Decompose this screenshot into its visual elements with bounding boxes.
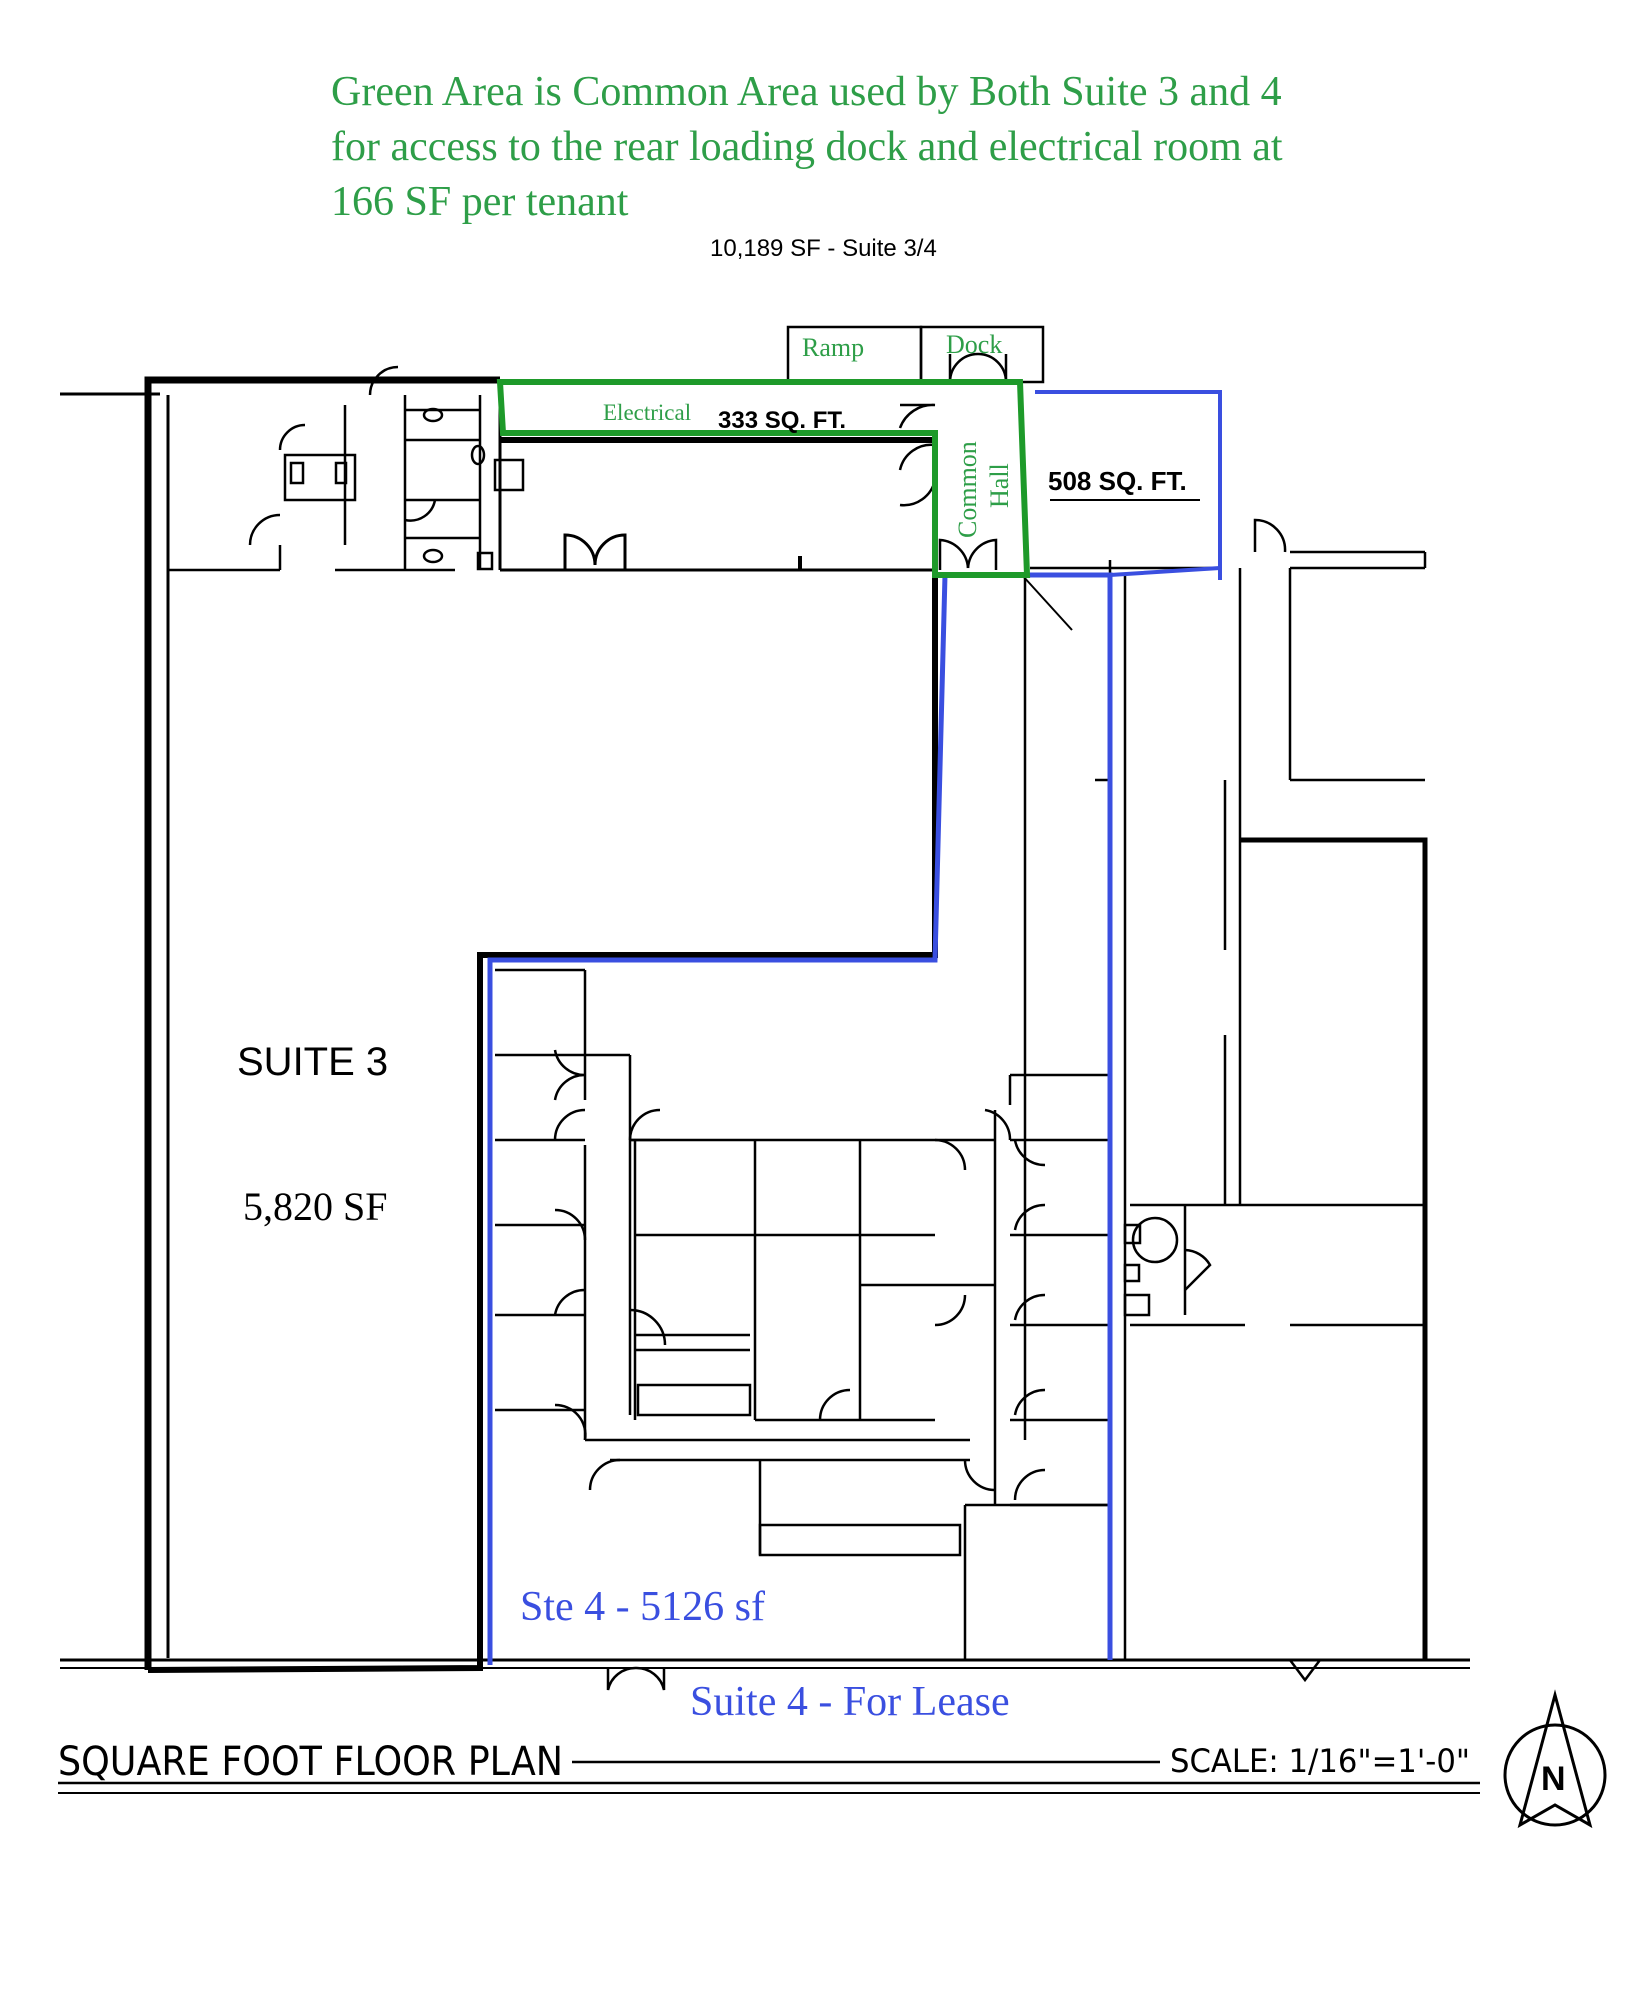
suite-4-area-label: Ste 4 - 5126 sf [520, 1584, 765, 1630]
plan-title: SQUARE FOOT FLOOR PLAN [58, 1739, 563, 1785]
suite-3-name: SUITE 3 [237, 1040, 388, 1084]
exterior-lines [60, 392, 1470, 1669]
suite-4-offices [495, 968, 1110, 1691]
note-line-3: 166 SF per tenant [331, 179, 629, 225]
common-area-note: Green Area is Common Area used by Both S… [331, 69, 1283, 225]
electrical-area-label: 333 SQ. FT. [718, 407, 846, 434]
suite-3-area: 5,820 SF [243, 1184, 388, 1229]
suite-4-outline [487, 572, 1113, 1665]
suite-4-lease-label: Suite 4 - For Lease [690, 1679, 1010, 1725]
north-label: N [1541, 1760, 1566, 1798]
dock-label: Dock [946, 330, 1002, 359]
plan-scale: SCALE: 1/16"=1'-0" [1170, 1742, 1470, 1780]
total-area-label: 10,189 SF - Suite 3/4 [710, 235, 937, 262]
north-arrow-icon: N [1503, 1689, 1607, 1829]
electrical-room-walls [898, 403, 1073, 1440]
common-label: Common [953, 441, 982, 538]
note-line-2: for access to the rear loading dock and … [331, 124, 1283, 170]
ramp-label: Ramp [802, 333, 864, 362]
restroom-block [168, 365, 525, 572]
common-area-outline [496, 379, 1031, 578]
electrical-label: Electrical [603, 400, 691, 425]
note-line-1: Green Area is Common Area used by Both S… [331, 69, 1282, 115]
right-rooms [1095, 560, 1428, 1683]
suite-3-outline [144, 376, 938, 1673]
hall-label: Hall [985, 463, 1014, 508]
room-508-label: 508 SQ. FT. [1048, 466, 1187, 496]
title-block: SQUARE FOOT FLOOR PLAN SCALE: 1/16"=1'-0… [58, 1739, 1480, 1794]
room-508 [1030, 390, 1427, 780]
